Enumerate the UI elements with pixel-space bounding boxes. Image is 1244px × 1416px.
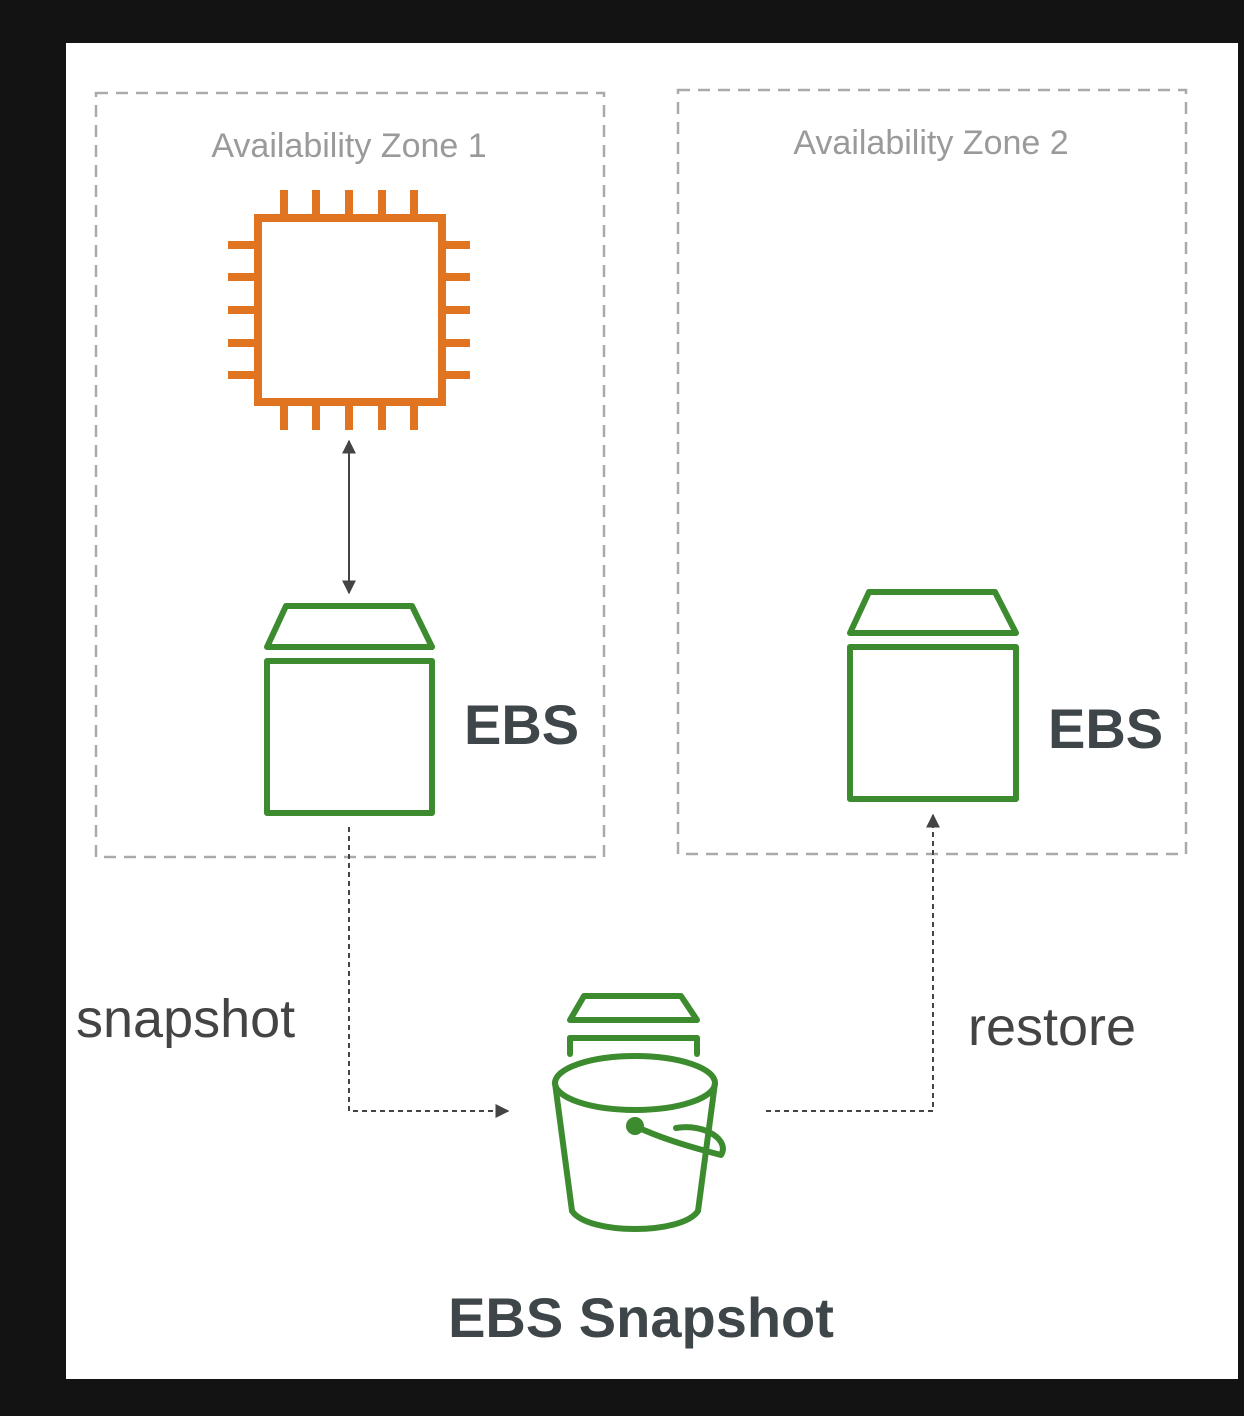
- ebs-snapshot-bucket-icon: [552, 993, 726, 1232]
- availability-zone-2: Availability Zone 2: [676, 88, 1188, 856]
- diagram-svg: Availability Zone 1 Availability Zone 2: [76, 88, 1188, 1349]
- restore-arrow: [766, 813, 940, 1112]
- ebs-volume-icon: [847, 589, 1019, 802]
- snapshot-edge-label: snapshot: [76, 989, 295, 1049]
- ec2-instance-chip-icon: [228, 190, 470, 430]
- ebs-volume-2: EBS: [847, 589, 1163, 802]
- zone-2-title: Availability Zone 2: [793, 124, 1068, 162]
- ebs-volume-1: EBS: [264, 603, 579, 816]
- snapshot-arrow: [348, 827, 510, 1118]
- ebs-volume-icon: [264, 603, 435, 816]
- ebs-snapshot-label: EBS Snapshot: [448, 1286, 834, 1349]
- zone-1-title: Availability Zone 1: [211, 127, 486, 165]
- ebs-volume-2-label: EBS: [1048, 697, 1163, 760]
- diagram-canvas: Availability Zone 1 Availability Zone 2: [66, 43, 1238, 1379]
- restore-edge-label: restore: [968, 997, 1136, 1057]
- ebs-volume-1-label: EBS: [464, 693, 579, 756]
